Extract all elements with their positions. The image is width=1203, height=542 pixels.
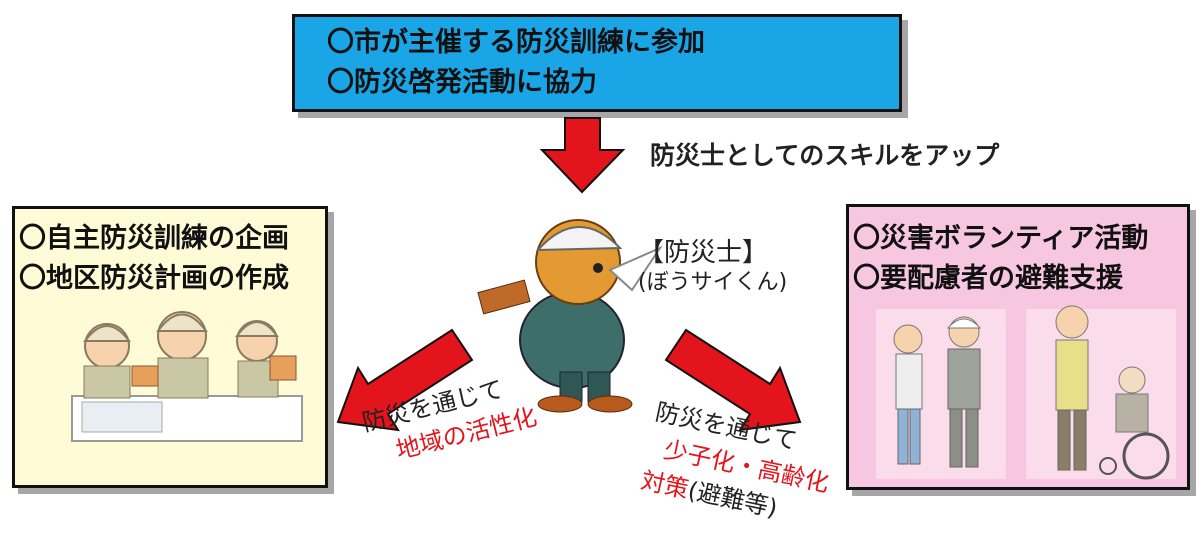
left-box-line-2: 〇地区防災計画の作成 (19, 263, 289, 294)
left-activity-box: 〇自主防災訓練の企画 〇地区防災計画の作成 (12, 206, 328, 488)
right-activity-box: 〇災害ボランティア活動 〇要配慮者の避難支援 (846, 204, 1190, 490)
top-activity-box: 〇市が主催する防災訓練に参加 〇防災啓発活動に協力 (292, 14, 902, 112)
top-box-line-1: 〇市が主催する防災訓練に参加 (327, 27, 705, 58)
left-down-arrow (336, 328, 474, 432)
volunteer-support-illustration (876, 305, 1176, 480)
right-down-arrow (664, 328, 802, 432)
left-box-line-1: 〇自主防災訓練の企画 (19, 223, 289, 254)
right-box-line-1: 〇災害ボランティア活動 (853, 223, 1149, 254)
mascot-name: (ぼうサイくん) (638, 270, 788, 295)
mascot-title: 【防災士】 (638, 238, 769, 268)
down-arrow (539, 117, 626, 194)
training-workers-illustration (71, 311, 303, 442)
right-box-line-2: 〇要配慮者の避難支援 (853, 263, 1123, 294)
top-box-line-2: 〇防災啓発活動に協力 (327, 67, 597, 98)
skill-up-caption: 防災士としてのスキルをアップ (650, 141, 1000, 170)
